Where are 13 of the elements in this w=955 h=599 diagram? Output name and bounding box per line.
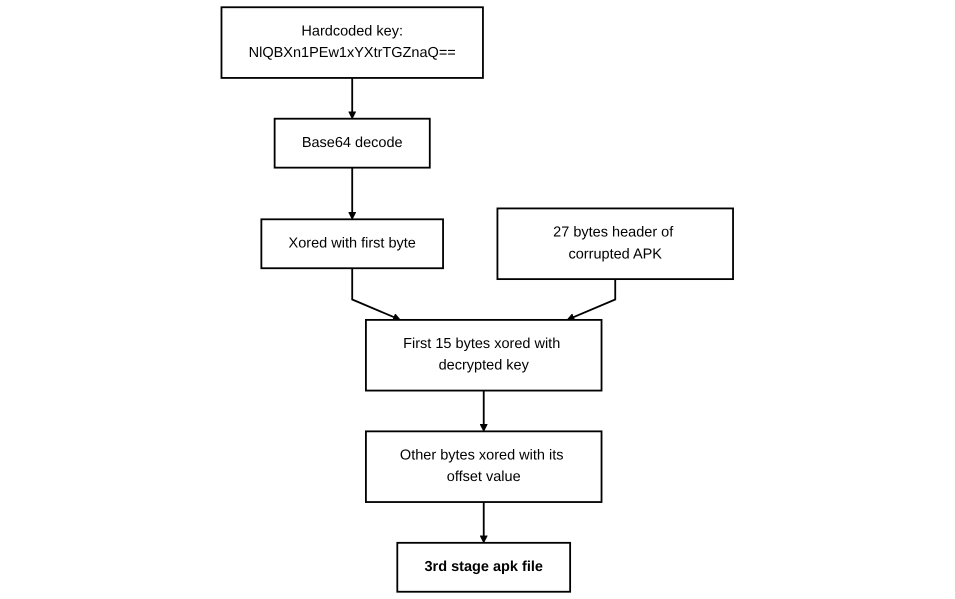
arrow: [352, 268, 401, 321]
node-box: 27 bytes header of corrupted APK: [496, 208, 734, 280]
arrow: [480, 502, 488, 544]
node-box: Xored with first byte: [260, 218, 444, 270]
node-box: Other bytes xored with its offset value: [365, 430, 603, 503]
arrow: [480, 390, 488, 432]
arrow: [567, 279, 616, 321]
node-box: Hardcoded key: NlQBXn1PEw1xYXtrTGZnaQ==: [220, 6, 484, 79]
arrow: [348, 78, 356, 120]
arrow: [348, 168, 356, 220]
node-box: First 15 bytes xored with decrypted key: [365, 318, 603, 392]
node-box: 3rd stage apk file: [396, 542, 572, 593]
node-box: Base64 decode: [274, 118, 431, 169]
